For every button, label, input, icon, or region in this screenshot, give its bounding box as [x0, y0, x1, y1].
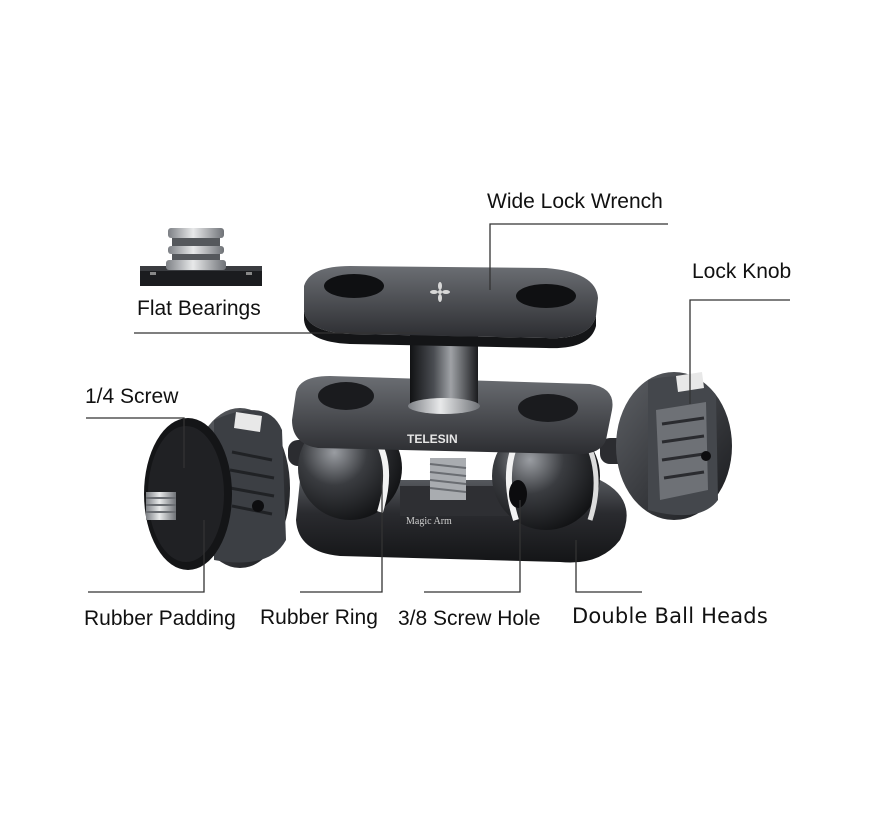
callout-screw-hole — [424, 500, 521, 593]
callout-rubber-ring — [300, 470, 383, 593]
callout-quarter-screw — [86, 417, 185, 468]
label-wide-lock-wrench: Wide Lock Wrench — [487, 190, 663, 213]
callout-lines — [86, 223, 790, 593]
model-engraving: Magic Arm — [406, 516, 452, 527]
brand-engraving: TELESIN — [407, 432, 458, 446]
callout-lock-knob — [689, 299, 790, 404]
label-double-ball-heads: Double Ball Heads — [572, 604, 768, 628]
label-screw-hole: 3/8 Screw Hole — [398, 607, 541, 630]
wrench-logo-icon — [430, 282, 450, 302]
callout-wide-lock-wrench — [489, 223, 668, 290]
label-lock-knob: Lock Knob — [692, 260, 792, 283]
right-knob — [600, 372, 732, 520]
flat-bearings-inset — [140, 228, 262, 286]
callout-rubber-padding — [88, 520, 205, 593]
label-rubber-padding: Rubber Padding — [84, 607, 236, 630]
clamp-body — [292, 376, 627, 563]
wrench-assembly — [304, 266, 598, 414]
label-quarter-screw: 1/4 Screw — [85, 385, 179, 408]
left-knob — [144, 408, 328, 570]
label-flat-bearings: Flat Bearings — [137, 297, 261, 320]
label-rubber-ring: Rubber Ring — [260, 606, 378, 629]
callout-double-ball-heads — [575, 540, 642, 593]
